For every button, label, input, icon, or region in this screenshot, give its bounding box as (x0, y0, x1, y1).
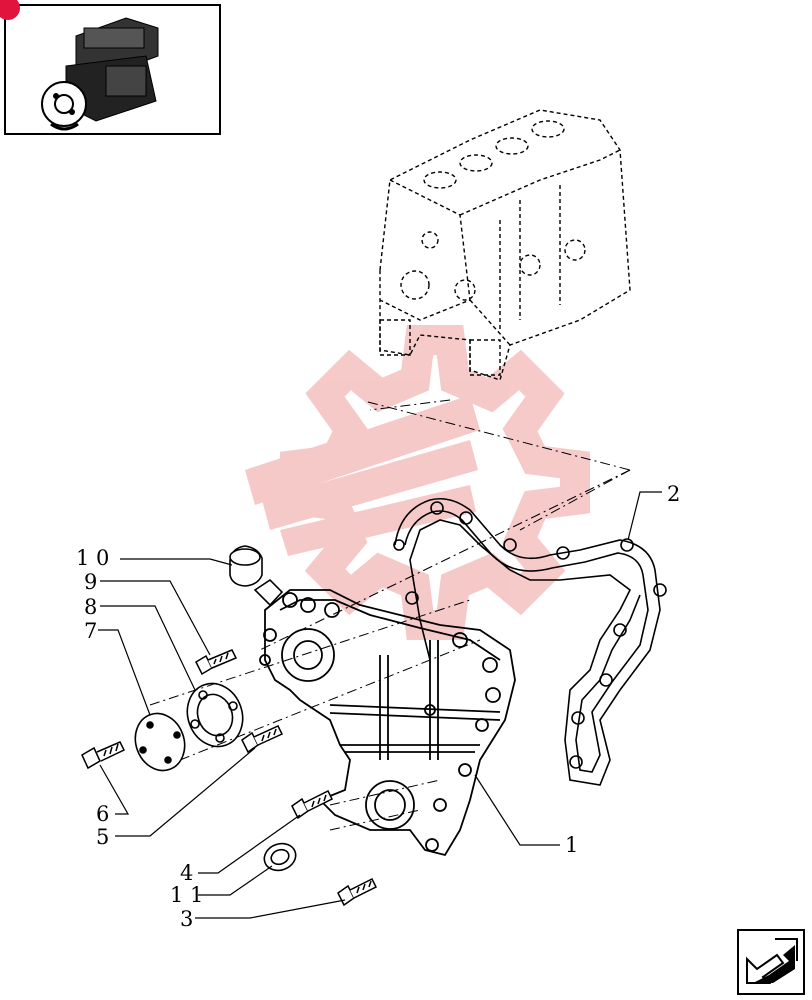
callout-3: 3 (180, 907, 193, 931)
next-page-arrow-icon (746, 938, 798, 984)
bolt-part-9 (195, 649, 238, 676)
callout-6: 6 (96, 802, 109, 826)
callout-4: 4 (180, 861, 193, 885)
bolt-part-4 (291, 789, 334, 820)
leader-lines (98, 491, 662, 919)
callout-2: 2 (667, 482, 680, 506)
cover-plate-part-7 (134, 712, 186, 772)
callout-11: 1 1 (170, 883, 203, 907)
oil-filler-plug (229, 545, 284, 607)
engine-thumbnail-icon (41, 17, 159, 131)
bolt-part-3 (337, 877, 378, 907)
engine-block-outline (379, 109, 631, 381)
timing-cover-gasket (393, 497, 667, 786)
callout-7: 7 (84, 619, 97, 643)
callout-10: 1 0 (76, 546, 109, 570)
gear-watermark-icon (245, 325, 590, 640)
callout-1: 1 (565, 833, 578, 857)
next-page-button[interactable] (737, 929, 805, 995)
callout-9: 9 (84, 570, 97, 594)
bolt-part-5 (241, 725, 284, 754)
engine-thumbnail[interactable] (0, 0, 221, 135)
callout-8: 8 (84, 595, 97, 619)
callout-5: 5 (96, 825, 109, 849)
section-badge-icon (0, 0, 20, 20)
seal-ring-part-11 (263, 842, 297, 872)
bolt-part-6 (81, 741, 126, 770)
timing-cover (259, 589, 516, 857)
cover-gasket-part-8 (186, 682, 244, 748)
